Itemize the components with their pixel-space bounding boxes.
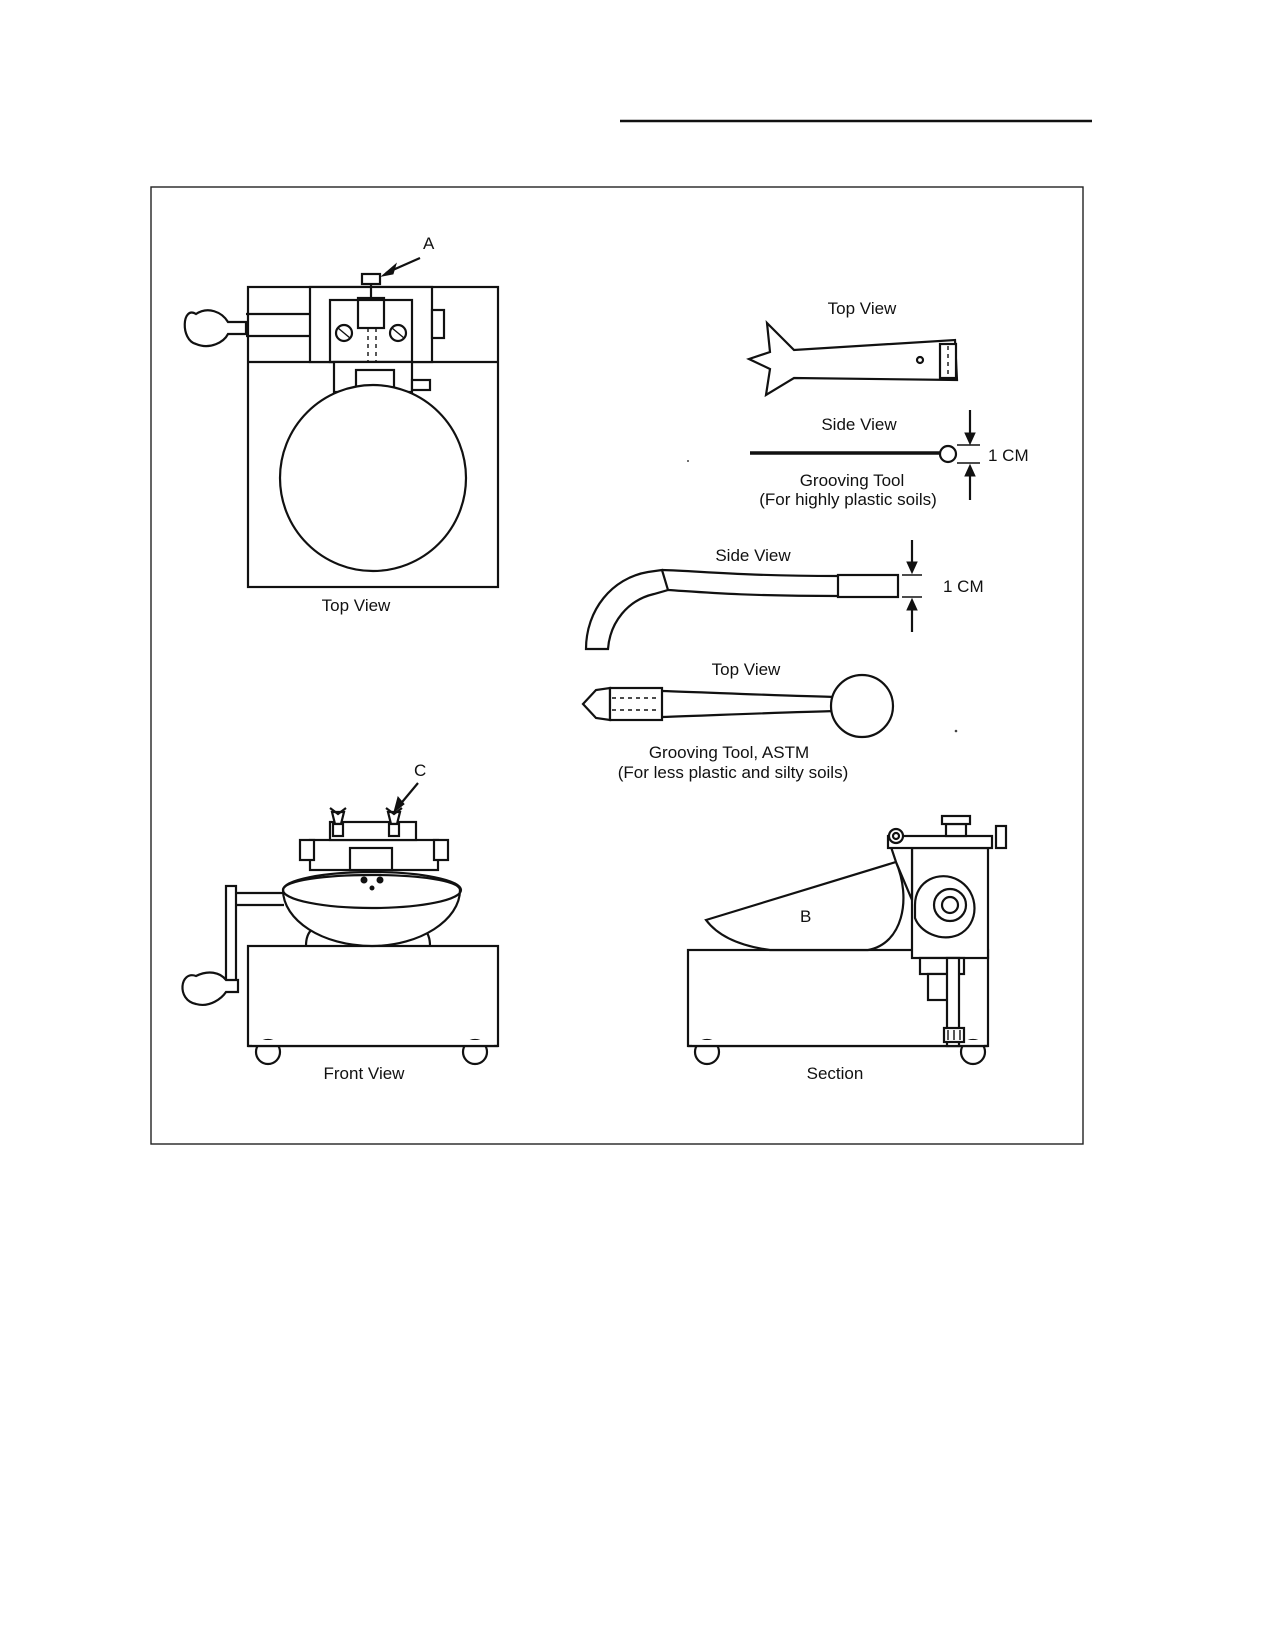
plastic-tool-dimension: 1 CM	[988, 446, 1029, 465]
top-view-label: Top View	[322, 596, 391, 615]
plastic-tool-name: Grooving Tool	[800, 471, 905, 490]
astm-tool-side-view-label: Side View	[715, 546, 791, 565]
grooving-tool-plastic: Top View Side View 1 CM Grooving Tool (F…	[746, 299, 1029, 509]
figure-frame	[150, 186, 1084, 1145]
section-cup	[704, 860, 905, 952]
device-top-view: A	[183, 234, 500, 589]
speck	[687, 460, 689, 462]
astm-tool-note: (For less plastic and silty soils)	[618, 763, 849, 782]
plastic-tool-top-view-label: Top View	[828, 299, 897, 318]
callout-b: B	[800, 907, 811, 926]
front-cup	[281, 873, 462, 948]
callout-a: A	[423, 234, 435, 253]
astm-tool-dimension: 1 CM	[943, 577, 984, 596]
crank-handle-knob	[183, 309, 248, 348]
front-crank-knob	[181, 971, 240, 1006]
plastic-tool-note: (For highly plastic soils)	[759, 490, 937, 509]
callout-c: C	[414, 761, 426, 780]
device-front-view: C	[181, 761, 500, 1066]
speck	[954, 729, 958, 733]
section-label: Section	[807, 1064, 864, 1083]
astm-tool-top-view-label: Top View	[712, 660, 781, 679]
device-section: B	[686, 814, 1008, 1066]
plastic-tool-side-view-label: Side View	[821, 415, 897, 434]
astm-tool-name: Grooving Tool, ASTM	[649, 743, 809, 762]
front-view-label: Front View	[324, 1064, 406, 1083]
grooving-tool-astm: Side View 1 CM Top View Grooving Tool, A…	[581, 540, 984, 782]
brass-cup	[278, 383, 468, 573]
